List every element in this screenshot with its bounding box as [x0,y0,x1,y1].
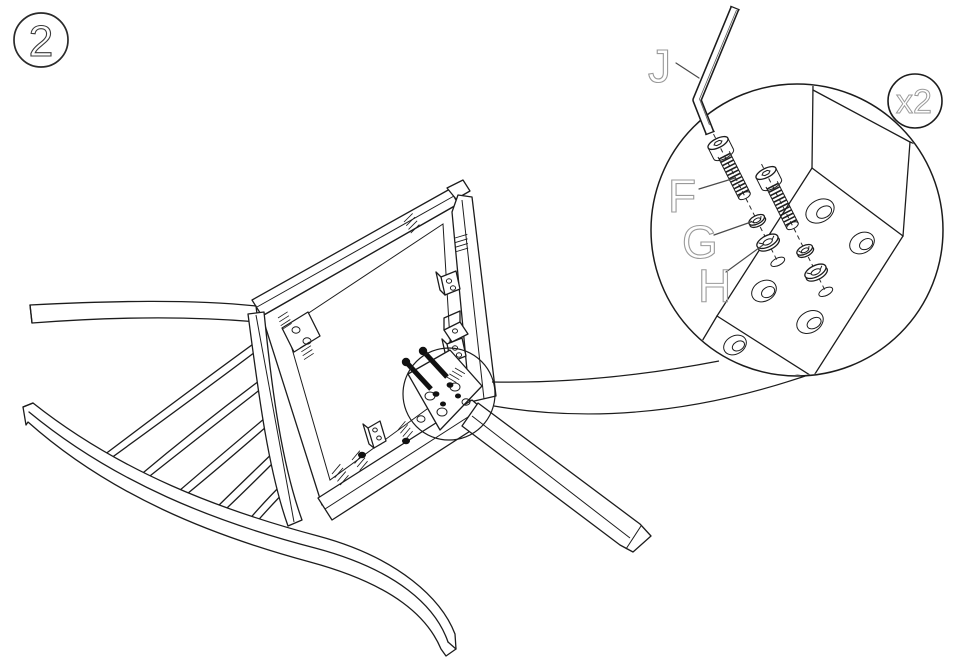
l-bracket-3 [362,420,387,449]
detail-circle: x2 [650,73,944,377]
backrest [22,300,457,657]
callout-labels: J F G H [647,39,764,313]
back-slats [103,341,291,532]
flat-washer-h-2 [804,263,829,282]
label-flat-washer-h: H [698,260,731,312]
far-back-stile [29,300,259,324]
quantity-badge-text: x2 [896,83,932,121]
allen-key [692,5,740,136]
spring-washer-g [748,213,767,229]
magnifier-cone [491,360,815,415]
hardware-stack-1 [707,133,786,268]
front-leg [461,402,652,553]
quantity-badge: x2 [887,73,943,129]
crest-rail-runner [22,402,457,657]
l-bracket-1 [435,270,461,296]
chair-line-art [22,179,652,657]
pilot-hole [770,256,786,268]
bolt-location-hardware [401,310,483,431]
zoom-source-circle [402,347,496,441]
flat-washer-h [756,233,781,252]
dowel-hole-dot [402,437,410,445]
dowel-holes [723,198,875,375]
label-spring-washer-g: G [682,216,718,268]
label-bolt-f: F [668,170,696,222]
magnifier-line-top [491,360,720,383]
step-badge: 2 [13,12,69,68]
dowel-hole-dot [358,451,366,459]
hardware-stack-2 [755,163,834,298]
bolt-f-2 [755,165,799,231]
rail-end-stub [446,179,471,200]
pilot-hole-2 [818,286,834,298]
seat-frame [251,179,652,553]
upper-bracket [443,310,469,343]
label-allen-key-j: J [648,40,671,92]
step-number: 2 [29,17,53,66]
bolt-f [707,135,751,201]
corner-plate [407,349,483,431]
corner-brace [276,311,321,361]
magnifier-line-bottom [493,372,815,415]
spring-washer-g-2 [796,243,815,259]
